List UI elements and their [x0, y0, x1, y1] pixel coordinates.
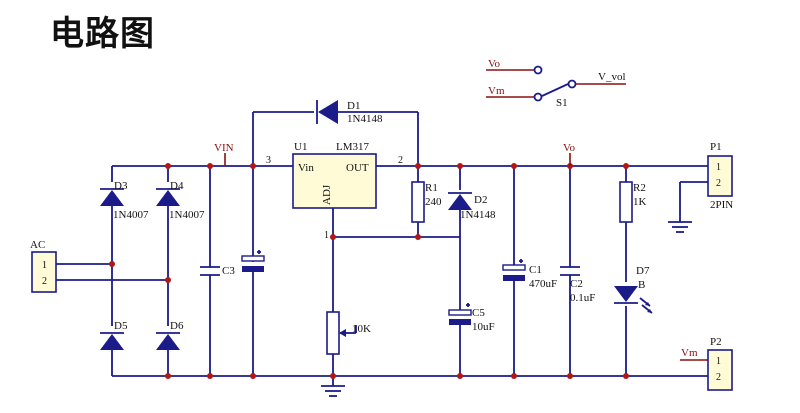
capacitor-c3[interactable]: C3 — [200, 265, 235, 277]
p1-pin2: 2 — [716, 178, 721, 189]
diode-d6[interactable]: D6 — [156, 320, 184, 350]
ground-symbol-main — [321, 385, 345, 397]
net-label-vm-p2: Vm — [681, 347, 698, 359]
net-label-vm: Vm — [488, 85, 505, 97]
switch-s1[interactable]: Vo Vm V_vol S1 — [486, 58, 626, 109]
diode-d4[interactable]: D4 1N4007 — [156, 180, 205, 221]
net-label-v-vol: V_vol — [598, 71, 626, 83]
r1-ref: R1 — [425, 182, 438, 194]
ac-connector[interactable]: AC 1 2 — [30, 239, 57, 293]
potentiometer[interactable]: 10K — [326, 311, 371, 355]
r2-ref: R2 — [633, 182, 646, 194]
d4-value: 1N4007 — [169, 209, 205, 221]
p1-pin1: 1 — [716, 162, 721, 173]
net-label-vo-rail: Vo — [563, 142, 576, 154]
ac-pin1: 1 — [42, 260, 47, 271]
u1-pin-adj: ADJ — [321, 184, 333, 205]
diode-d3[interactable]: D3 1N4007 — [100, 180, 149, 221]
c5-value: 10uF — [472, 321, 495, 333]
d2-ref: D2 — [474, 194, 487, 206]
switch-lever — [541, 83, 569, 97]
capacitor-c1[interactable]: C1 470uF — [502, 259, 557, 290]
electrolytic-capacitor-vin[interactable] — [241, 250, 265, 272]
switch-contact-vo — [533, 65, 543, 75]
c2-ref: C2 — [570, 278, 583, 290]
page-title: 电路图 — [50, 14, 155, 54]
u1-pin-out: OUT — [346, 162, 369, 174]
p1-value: 2PIN — [710, 199, 733, 211]
d4-ref: D4 — [170, 180, 184, 192]
resistor-r1[interactable]: R1 240 — [411, 181, 442, 223]
capacitor-c5[interactable]: C5 10uF — [448, 303, 495, 333]
c3-ref: C3 — [222, 265, 235, 277]
d1-ref: D1 — [347, 100, 360, 112]
d3-value: 1N4007 — [113, 209, 149, 221]
diode-d1[interactable]: D1 1N4148 — [316, 100, 383, 125]
p2-pin1: 1 — [716, 356, 721, 367]
r1-value: 240 — [425, 196, 442, 208]
led-d7[interactable]: D7 B — [614, 265, 653, 314]
p2-pin2: 2 — [716, 372, 721, 383]
d5-ref: D5 — [114, 320, 128, 332]
switch-common — [567, 79, 577, 89]
ground-symbol-p1 — [668, 221, 692, 233]
d7-value: B — [638, 279, 645, 291]
switch-contact-vm — [533, 92, 543, 102]
net-label-vin: VIN — [214, 142, 234, 154]
d2-value: 1N4148 — [460, 209, 496, 221]
c2-value: 0.1uF — [570, 292, 595, 304]
u1-value: LM317 — [336, 141, 370, 153]
u1-pin3-number: 3 — [266, 155, 271, 166]
d3-ref: D3 — [114, 180, 128, 192]
p2-ref: P2 — [710, 336, 722, 348]
u1-pin2-number: 2 — [398, 155, 403, 166]
d1-value: 1N4148 — [347, 113, 383, 125]
wires — [56, 111, 708, 386]
diode-d2[interactable]: D2 1N4148 — [448, 192, 496, 221]
c5-ref: C5 — [472, 307, 485, 319]
regulator-u1[interactable]: U1 LM317 Vin OUT ADJ 3 2 1 — [266, 141, 403, 241]
connector-p2[interactable]: P2 1 2 — [707, 336, 733, 391]
ac-ref: AC — [30, 239, 45, 251]
d6-ref: D6 — [170, 320, 184, 332]
diode-d5[interactable]: D5 — [100, 320, 128, 350]
d7-ref: D7 — [636, 265, 650, 277]
capacitor-c2[interactable]: C2 0.1uF — [560, 266, 595, 304]
ac-pin2: 2 — [42, 276, 47, 287]
s1-ref: S1 — [556, 97, 568, 109]
c1-ref: C1 — [529, 264, 542, 276]
u1-ref: U1 — [294, 141, 307, 153]
connector-p1[interactable]: P1 1 2 2PIN — [707, 141, 733, 211]
u1-pin1-number: 1 — [324, 230, 329, 241]
net-label-vo: Vo — [488, 58, 501, 70]
resistor-r2[interactable]: R2 1K — [619, 181, 647, 223]
c1-value: 470uF — [529, 278, 557, 290]
r2-value: 1K — [633, 196, 647, 208]
p1-ref: P1 — [710, 141, 722, 153]
pot-value: 10K — [352, 323, 371, 335]
u1-pin-vin: Vin — [298, 162, 314, 174]
